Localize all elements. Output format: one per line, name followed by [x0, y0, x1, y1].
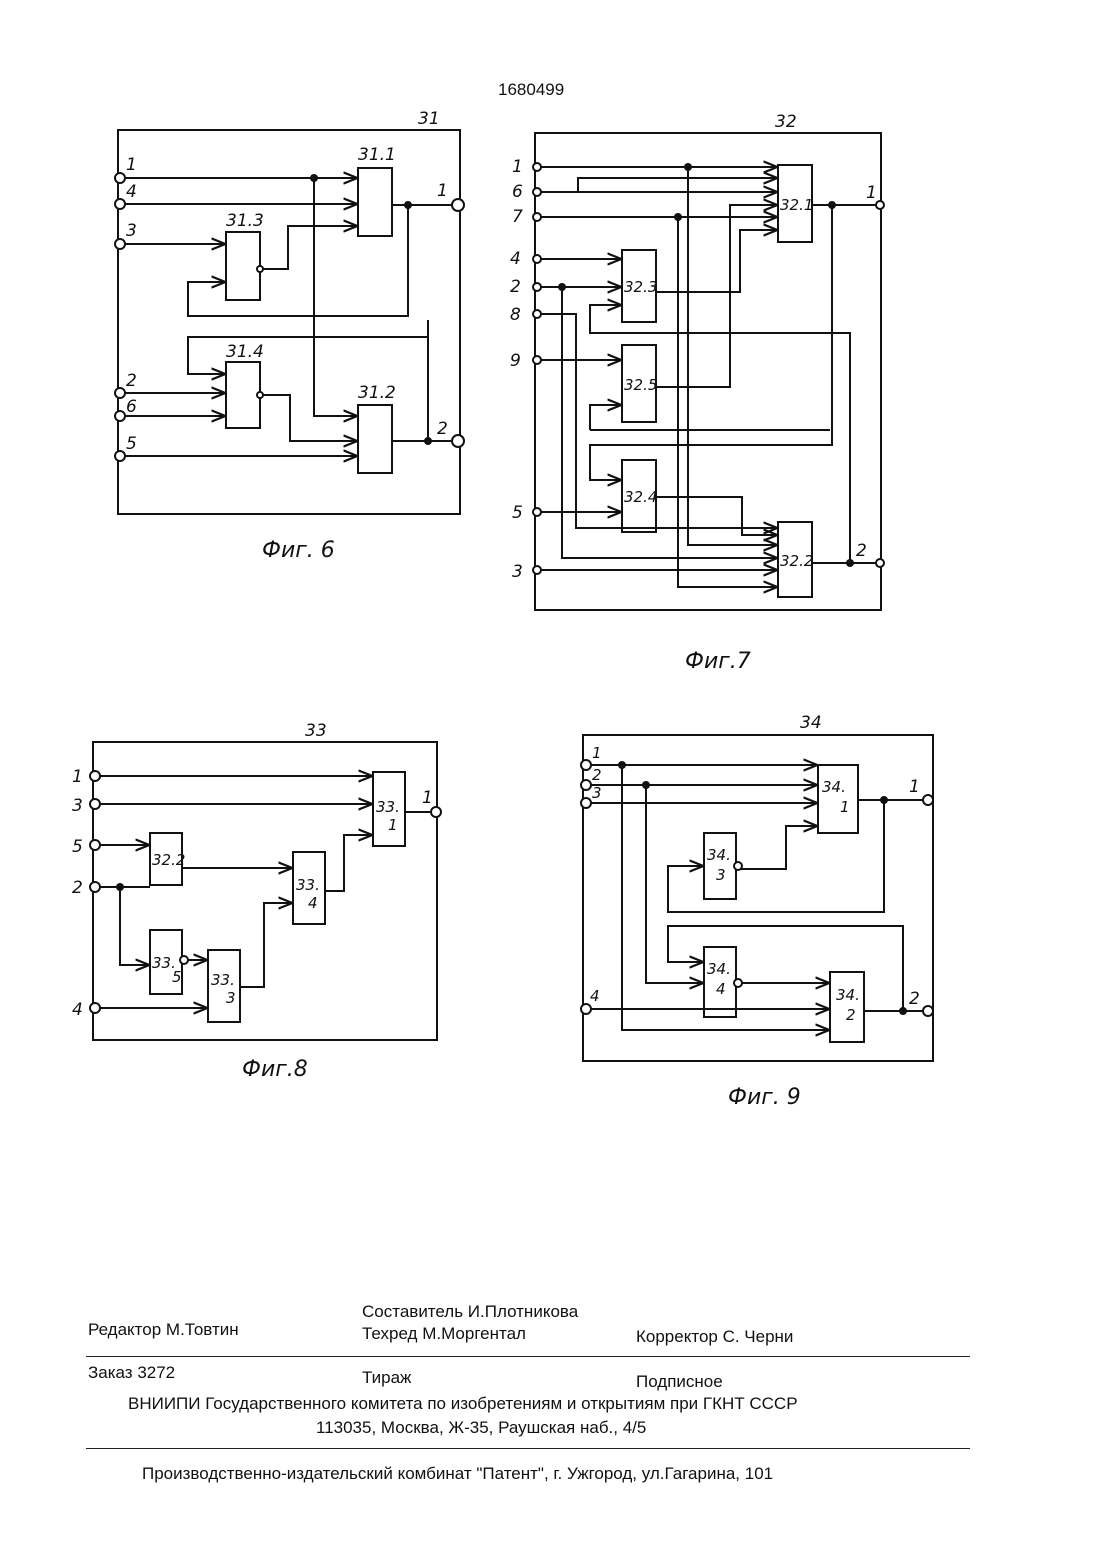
fig9-element-label: 1 [840, 798, 850, 816]
fig6-output-label: 1 [437, 181, 448, 201]
fig8-caption: Фиг.8 [242, 1057, 308, 1082]
fig6-input-label: 2 [126, 371, 137, 391]
fig8-element-label: 3 [226, 989, 236, 1007]
fig8-input-label: 5 [72, 837, 83, 857]
fig6-input-label: 6 [126, 397, 137, 417]
fig7-input-label: 1 [512, 157, 523, 177]
fig6-output-2-terminal [452, 435, 464, 447]
fig7-element-label: 32.1 [780, 196, 813, 214]
fig9-input-label: 2 [592, 766, 602, 784]
fig7-element-label: 32.4 [624, 488, 657, 506]
fig7-input-label: 4 [510, 249, 521, 269]
fig6-input-5-terminal [115, 451, 125, 461]
fig8-element-label: 4 [308, 894, 318, 912]
fig6-input-label: 5 [126, 434, 137, 454]
fig9-element-label: 34. [707, 960, 731, 978]
fig9-frame [583, 735, 933, 1061]
colophon-techred: Техред М.Моргентал [362, 1324, 526, 1344]
fig7-caption: Фиг.7 [685, 649, 751, 674]
fig9-element-label: 34. [822, 778, 846, 796]
fig6-input-6-terminal [115, 411, 125, 421]
fig7-input-label: 2 [510, 277, 521, 297]
fig7-block-id: 32 [775, 112, 797, 132]
fig7-output-label: 2 [856, 541, 867, 561]
fig8-frame [93, 742, 437, 1040]
colophon-address: 113035, Москва, Ж-35, Раушская наб., 4/5 [316, 1418, 646, 1438]
fig8-input-label: 2 [72, 878, 83, 898]
fig8-element-label: 33. [211, 971, 235, 989]
fig6-input-label: 1 [126, 155, 137, 175]
fig6-output-label: 2 [437, 419, 448, 439]
colophon-editor: Редактор М.Товтин [88, 1320, 239, 1340]
fig9-element-label: 3 [716, 866, 726, 884]
fig6-input-3-terminal [115, 239, 125, 249]
fig9-output-label: 2 [909, 989, 920, 1009]
fig8-output-label: 1 [422, 788, 433, 808]
colophon-corrector: Корректор С. Черни [636, 1327, 793, 1347]
fig7-element-label: 32.3 [624, 278, 657, 296]
fig9-output-label: 1 [909, 777, 920, 797]
fig8-element-label: 1 [388, 816, 398, 834]
fig7-input-label: 9 [510, 351, 521, 371]
fig6-caption: Фиг. 6 [262, 538, 335, 563]
figure-7 [533, 133, 884, 610]
fig6-block-id: 31 [418, 109, 440, 129]
fig7-input-label: 5 [512, 503, 523, 523]
fig9-input-label: 1 [592, 744, 602, 762]
colophon-order: Заказ 3272 [88, 1363, 175, 1383]
fig9-block-id: 34 [800, 713, 822, 733]
fig6-input-2-terminal [115, 388, 125, 398]
fig6-element-label: 31.4 [226, 342, 264, 362]
fig9-input-label: 3 [592, 784, 602, 802]
fig8-input-label: 3 [72, 796, 83, 816]
fig9-element-label: 34. [836, 986, 860, 1004]
fig6-element-label: 31.2 [358, 383, 396, 403]
fig7-input-label: 8 [510, 305, 521, 325]
fig6-element-31-4 [226, 362, 260, 428]
fig9-element-label: 2 [846, 1006, 856, 1024]
fig8-element-label: 33. [376, 798, 400, 816]
colophon-circulation: Тираж [362, 1368, 411, 1388]
fig8-element-label: 5 [172, 968, 182, 986]
figure-8 [90, 742, 441, 1040]
fig8-block-id: 33 [305, 721, 327, 741]
colophon-rule-top [86, 1356, 970, 1357]
fig7-input-label: 3 [512, 562, 523, 582]
figure-6 [115, 130, 464, 514]
fig8-element-label: 33. [296, 876, 320, 894]
fig7-element-label: 32.2 [780, 552, 813, 570]
fig7-output-label: 1 [866, 183, 877, 203]
fig6-element-31-3 [226, 232, 260, 300]
fig6-input-4-terminal [115, 199, 125, 209]
fig6-element-label: 31.1 [358, 145, 396, 165]
fig7-input-label: 7 [512, 207, 523, 227]
fig9-element-label: 4 [716, 980, 726, 998]
fig8-input-label: 4 [72, 1000, 83, 1020]
colophon-institute: ВНИИПИ Государственного комитета по изоб… [128, 1394, 798, 1414]
fig7-element-label: 32.5 [624, 376, 657, 394]
figure-9 [581, 735, 933, 1061]
fig9-input-label: 4 [590, 987, 600, 1005]
colophon-rule-bottom [86, 1448, 970, 1449]
fig6-input-label: 3 [126, 221, 137, 241]
fig6-element-label: 31.3 [226, 211, 264, 231]
fig6-input-1-terminal [115, 173, 125, 183]
fig8-input-label: 1 [72, 767, 83, 787]
fig6-element-31-2 [358, 405, 392, 473]
fig9-element-34-1 [818, 765, 858, 833]
fig9-caption: Фиг. 9 [728, 1085, 801, 1110]
fig7-input-label: 6 [512, 182, 523, 202]
colophon-composer: Составитель И.Плотникова [362, 1302, 578, 1322]
fig6-element-31-1 [358, 168, 392, 236]
fig8-element-label: 32.2 [152, 851, 185, 869]
colophon-printer: Производственно-издательский комбинат "П… [142, 1464, 773, 1484]
fig6-output-1-terminal [452, 199, 464, 211]
fig6-input-label: 4 [126, 182, 137, 202]
fig9-element-label: 34. [707, 846, 731, 864]
colophon-subscription: Подписное [636, 1372, 723, 1392]
